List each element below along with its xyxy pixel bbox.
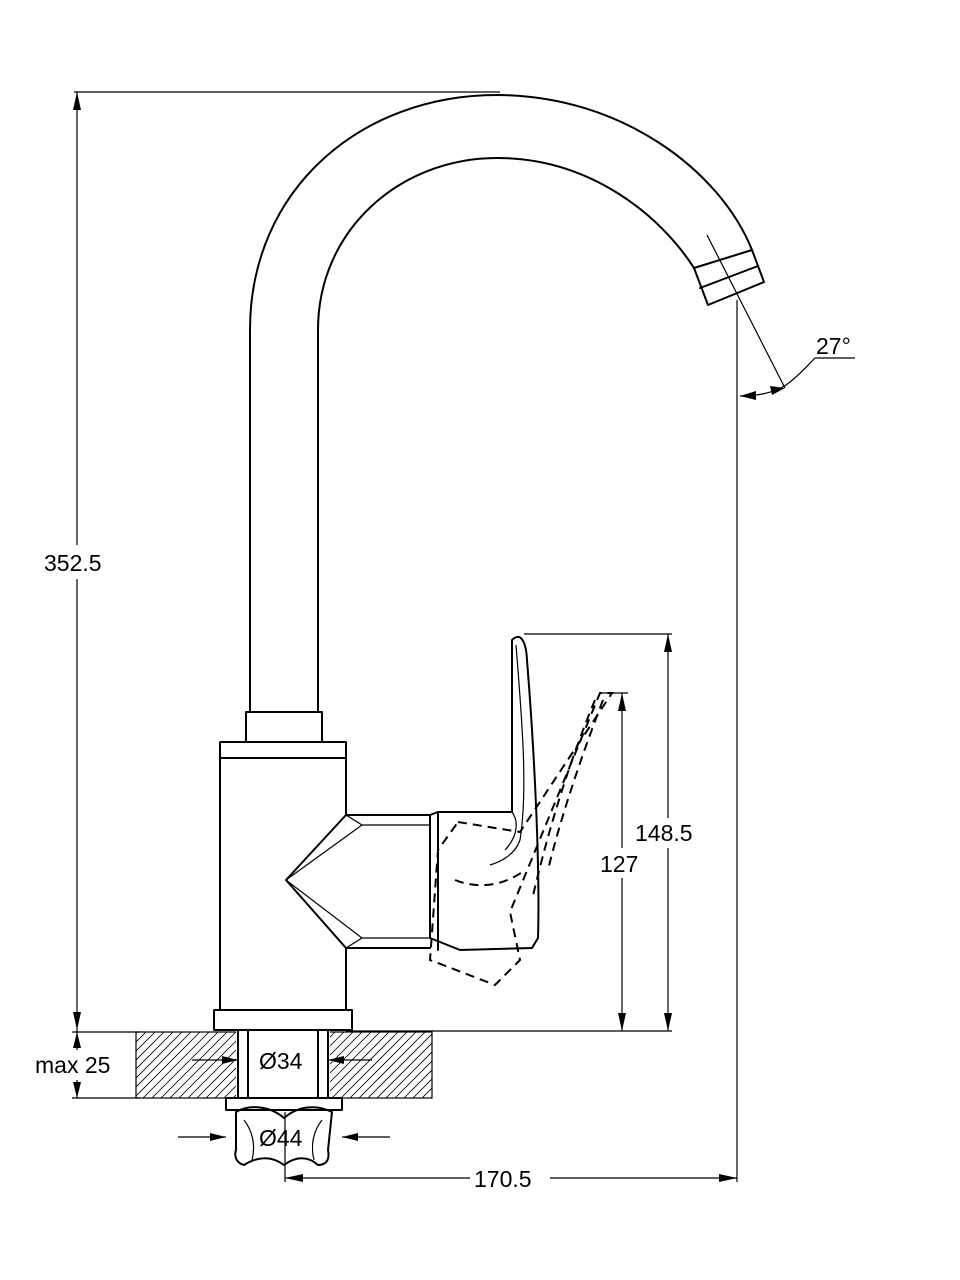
hatch-line	[438, 1030, 508, 1100]
hatch-line	[447, 1030, 517, 1100]
hatch-line	[142, 1032, 210, 1098]
hatch-line	[331, 1032, 399, 1098]
hatch-line	[403, 1069, 432, 1098]
dimension-total-height: 352.5	[40, 91, 500, 1098]
hatch-line	[349, 1032, 417, 1098]
counter-thickness-label: max 25	[35, 1052, 110, 1078]
hatch-line	[412, 1078, 432, 1098]
hatch-line	[136, 1032, 192, 1088]
dimension-inner-diameter: Ø34	[192, 1046, 372, 1074]
hatch-line	[178, 1032, 246, 1098]
total-height-label: 352.5	[44, 550, 102, 576]
hatch-line	[151, 1032, 219, 1098]
outer-diameter-label: Ø44	[259, 1125, 303, 1151]
hatch-line	[160, 1032, 228, 1098]
hatch-line	[340, 1032, 408, 1098]
dimension-handle-height: 148.5	[346, 633, 703, 1032]
spout	[249, 94, 765, 713]
hatch-line	[136, 1032, 156, 1052]
faucet-body	[213, 741, 431, 1031]
inner-diameter-label: Ø34	[259, 1048, 303, 1074]
dimension-handle-height-inner: 127	[598, 692, 646, 1031]
spout-collar	[245, 711, 323, 743]
hatch-line	[136, 1032, 174, 1070]
hatch-line	[169, 1032, 237, 1098]
mixer-handle	[429, 635, 540, 951]
hatch-line	[376, 1042, 432, 1098]
handle-height-inner-label: 127	[600, 851, 638, 877]
hatch-line	[394, 1060, 432, 1098]
hatch-line	[385, 1051, 432, 1098]
hatch-line	[430, 1096, 432, 1098]
hatch-line	[136, 1032, 183, 1079]
spout-angle-label: 27°	[816, 333, 851, 359]
dimension-outer-diameter: Ø44	[178, 1124, 390, 1151]
mixer-handle-alt-position	[428, 692, 614, 987]
hatch-line	[136, 1032, 165, 1061]
hatch-line	[358, 1032, 426, 1098]
dimension-spout-angle: 27°	[706, 234, 855, 400]
dimension-counter-thickness: max 25	[32, 1031, 140, 1099]
mounting-shank	[225, 1029, 343, 1166]
handle-height-label: 148.5	[635, 820, 693, 846]
hatch-line	[456, 1030, 526, 1100]
spout-reach-label: 170.5	[474, 1166, 532, 1192]
hatch-line	[367, 1033, 432, 1098]
hatch-line	[136, 1032, 201, 1097]
dimension-spout-reach: 170.5	[284, 300, 738, 1192]
hatch-line	[322, 1032, 390, 1098]
hatch-line	[421, 1087, 432, 1098]
